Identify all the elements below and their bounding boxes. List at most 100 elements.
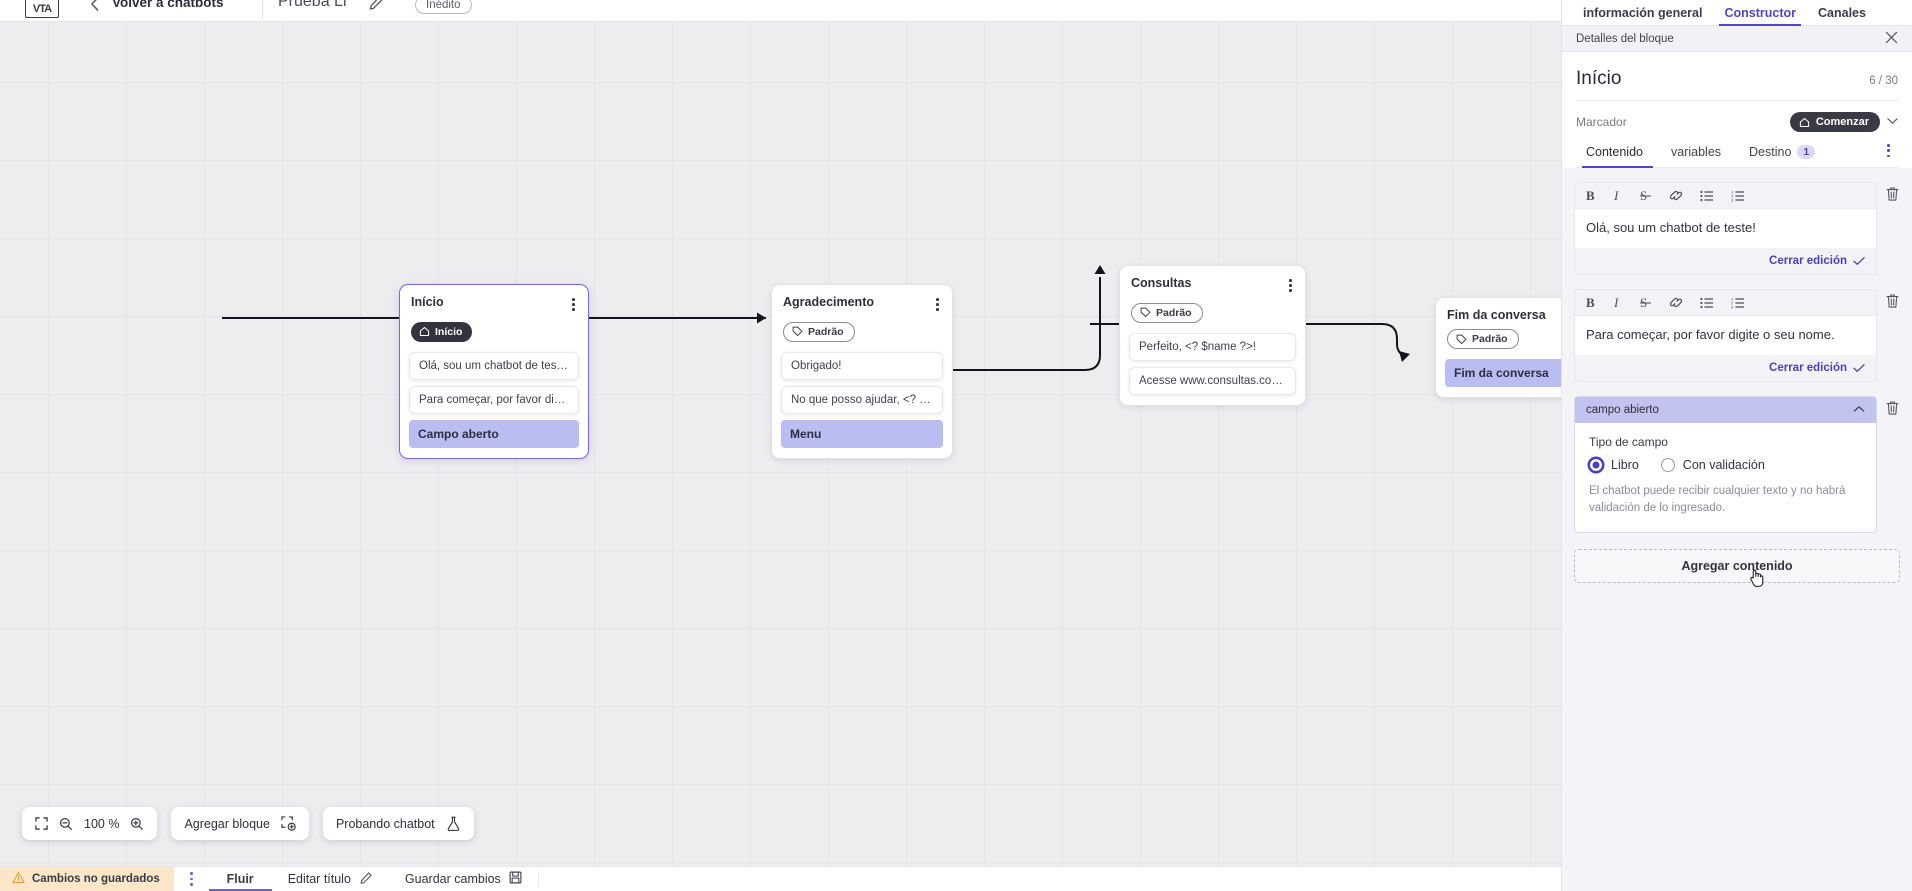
flask-icon [446,816,461,832]
test-chatbot-button[interactable]: Probando chatbot [322,807,474,840]
italic-icon[interactable]: I [1614,296,1623,309]
node-menu-icon[interactable] [1285,275,1296,296]
subtab-destino[interactable]: Destino 1 [1735,145,1829,167]
strikethrough-icon[interactable]: S [1640,189,1652,202]
marker-chip[interactable]: Comenzar [1789,112,1880,132]
radio-libro-input[interactable] [1589,458,1603,473]
tab-fluir[interactable]: Fluir [208,867,272,891]
subtab-destino-label: Destino [1749,145,1792,160]
node-rows: Obrigado! No que posso ajudar, <? $name … [781,351,943,448]
editor-text-value[interactable]: Olá, sou um chatbot de teste! [1575,209,1876,249]
tab-informacion-general[interactable]: información general [1583,6,1703,20]
node-menu-icon[interactable] [568,294,579,315]
status-divider [537,871,539,887]
flow-node-consultas[interactable]: Consultas Padrão Perfeito, <? $name ?>! … [1119,265,1306,406]
node-tag-badge: Padrão [783,321,855,342]
tab-constructor[interactable]: Constructor [1713,6,1807,26]
bulleted-list-icon[interactable] [1700,297,1714,309]
node-rows: Perfeito, <? $name ?>! Acesse www.consul… [1129,332,1296,395]
tag-icon [1456,334,1467,344]
rich-text-editor[interactable]: B I S 123 Olá, sou um chatbot de teste! … [1574,182,1877,276]
node-message-row[interactable]: Olá, sou um chatbot de teste! [409,351,579,380]
node-message-row[interactable]: Para começar, por favor digite o ... [409,385,579,414]
open-field-header[interactable]: campo abierto [1575,397,1876,424]
panel-overflow-menu-icon[interactable] [1879,144,1898,167]
tag-icon [1140,307,1151,318]
zoom-in-icon[interactable] [130,817,144,831]
radio-option-con-validacion[interactable]: Con validación [1660,458,1765,473]
check-icon [1853,364,1865,373]
add-content-button[interactable]: Agregar contenido [1574,548,1900,587]
bottom-status-bar: Cambios no guardados Fluir Editar título… [0,866,1561,891]
flow-node-inicio[interactable]: Início Início Olá, sou um chatbot de tes… [399,284,589,459]
node-message-row[interactable]: Perfeito, <? $name ?>! [1129,332,1296,361]
radio-option-libro[interactable]: Libro [1589,458,1639,473]
chevron-down-icon[interactable] [1887,116,1898,128]
subtab-variables[interactable]: variables [1657,145,1735,167]
add-content-label: Agregar contenido [1681,558,1793,573]
bold-icon[interactable]: B [1586,296,1597,309]
back-chevron-icon[interactable] [89,0,100,17]
add-block-button[interactable]: Agregar bloque [171,807,309,840]
node-menu-icon[interactable] [932,294,943,315]
editor-text-value[interactable]: Para começar, por favor digite o seu nom… [1575,316,1876,356]
save-disk-icon [509,871,522,887]
zoom-level-label: 100 % [84,816,120,831]
svg-text:I: I [1614,296,1619,309]
editor-footer[interactable]: Cerrar edición [1575,248,1876,275]
bold-icon[interactable]: B [1586,189,1597,202]
zoom-out-icon[interactable] [59,817,73,831]
flow-canvas[interactable]: Início Início Olá, sou um chatbot de tes… [0,22,1561,866]
chevron-up-icon[interactable] [1853,404,1865,416]
flow-node-agradecimento[interactable]: Agradecimento Padrão Obrigado! No que po… [771,284,953,459]
editor-footer[interactable]: Cerrar edición [1575,355,1876,382]
edit-title-pencil-icon[interactable] [368,0,384,16]
svg-text:1: 1 [1731,190,1734,195]
delete-content-icon[interactable] [1885,289,1900,314]
marker-control[interactable]: Comenzar [1789,112,1898,132]
rich-text-editor[interactable]: B I S 123 Para começar, por favor digite… [1574,289,1877,383]
tab-canales[interactable]: Canales [1818,6,1866,20]
node-action-row[interactable]: Fim da conversa [1445,359,1561,387]
back-to-chatbots-link[interactable]: Volver a chatbots [112,0,224,10]
subtab-contenido[interactable]: Contenido [1578,145,1657,169]
svg-text:2: 2 [1731,300,1734,305]
open-field-title: campo abierto [1586,404,1659,417]
svg-text:1: 1 [1731,297,1734,302]
delete-content-icon[interactable] [1885,182,1900,207]
test-chatbot-label: Probando chatbot [335,816,435,831]
node-message-row[interactable]: Obrigado! [781,351,943,380]
link-icon[interactable] [1669,189,1683,202]
node-message-row[interactable]: Acesse www.consultas.com par... [1129,366,1296,395]
panel-top-tabs: información general Constructor Canales [1562,0,1912,26]
status-badge: Inédito [415,0,472,14]
node-action-row[interactable]: Menu [781,419,943,448]
canvas-toolbar: 100 % Agregar bloque [22,807,474,840]
bulleted-list-icon[interactable] [1700,190,1714,202]
edit-title-button[interactable]: Editar título [272,867,389,891]
italic-icon[interactable]: I [1614,189,1623,202]
fit-screen-icon[interactable] [35,817,48,830]
flow-node-fim-da-conversa[interactable]: Fim da conversa Padrão Fim da conversa [1435,297,1561,398]
zoom-controls: 100 % [22,807,158,840]
edit-title-label: Editar título [287,872,351,886]
node-rows: Olá, sou um chatbot de teste! Para começ… [409,351,579,448]
link-icon[interactable] [1669,296,1683,309]
save-changes-button[interactable]: Guardar cambios [389,867,538,891]
close-icon[interactable] [1885,31,1898,47]
editor-toolbar: B I S 123 [1575,183,1876,210]
add-block-label: Agregar bloque [184,816,270,831]
node-action-row[interactable]: Campo aberto [409,419,579,448]
status-menu-icon[interactable] [174,867,209,891]
field-type-legend: Tipo de campo [1589,435,1668,450]
radio-con-validacion-input[interactable] [1660,458,1675,473]
node-message-row[interactable]: No que posso ajudar, <? $name ... [781,385,943,414]
panel-divider [1576,100,1898,101]
radio-libro-label: Libro [1611,458,1639,473]
app-logo[interactable]: VTA [25,0,59,18]
field-type-radio-group: Libro Con validación [1589,458,1862,473]
strikethrough-icon[interactable]: S [1640,296,1652,309]
delete-content-icon[interactable] [1885,396,1900,421]
